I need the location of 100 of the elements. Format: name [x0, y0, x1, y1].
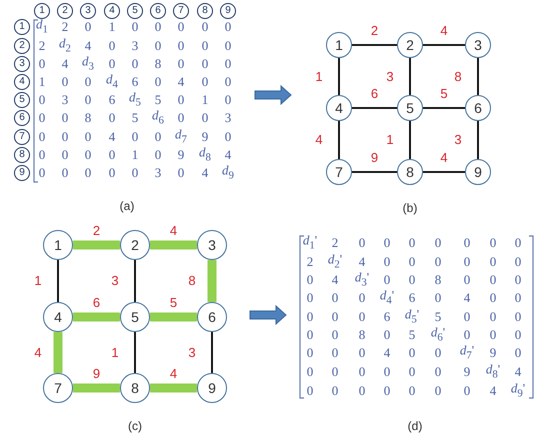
matrix-entry: d$_{7}$' — [460, 344, 474, 362]
matrix-entry: 0 — [38, 93, 46, 107]
matrix-entry: 8 — [434, 273, 442, 287]
vertex-circle — [120, 230, 150, 260]
vertex-number: 9 — [208, 381, 216, 395]
matrix-entry: 5 — [434, 310, 442, 324]
matrix-entry: d$_{5}$' — [404, 308, 420, 326]
matrix-entry: 1 — [202, 93, 208, 107]
matrix-entry: 0 — [384, 236, 390, 250]
vertex-circle — [197, 373, 227, 403]
matrix-entry: 0 — [490, 255, 496, 269]
matrix-entry: 0 — [202, 39, 208, 53]
edge-label: 5 — [168, 296, 178, 310]
matrix-entry: 4 — [464, 291, 470, 305]
matrix-entry: 0 — [490, 328, 496, 342]
matrix-entry: 0 — [358, 291, 366, 305]
matrix-entry: 0 — [62, 75, 68, 89]
edge-line — [134, 260, 136, 302]
edge-line — [57, 260, 59, 302]
edge-label: 9 — [92, 367, 102, 381]
matrix-entry: 0 — [108, 148, 116, 162]
index-number: 4 — [19, 77, 25, 87]
matrix-entry: 0 — [108, 39, 116, 53]
vertex-circle — [326, 95, 352, 121]
matrix-entry: 2 — [306, 255, 314, 269]
matrix-entry: 1 — [108, 20, 116, 34]
matrix-entry: 8 — [84, 111, 92, 125]
matrix-entry: 4 — [84, 39, 92, 53]
edge-line — [423, 171, 465, 173]
index-number: 3 — [85, 6, 91, 16]
matrix-entry: d$_{1}$' — [302, 234, 318, 252]
matrix-entry: 0 — [464, 310, 470, 324]
matrix-entry: 0 — [434, 346, 442, 360]
vertex-number: 7 — [335, 165, 343, 179]
matrix-entry: 2 — [332, 236, 338, 250]
edge-label: 4 — [168, 367, 178, 381]
highlighted-edge — [54, 332, 62, 373]
index-number: 9 — [225, 6, 231, 16]
index-number: 8 — [19, 150, 25, 160]
edge-label: 3 — [453, 133, 463, 147]
edge-label: 4 — [168, 224, 178, 238]
index-circle — [14, 19, 30, 35]
matrix-entry: 5 — [408, 328, 416, 342]
matrix-entry: 0 — [132, 20, 138, 34]
edge-label: 1 — [314, 70, 324, 84]
matrix-entry: 0 — [434, 291, 442, 305]
vertex-number: 4 — [335, 101, 343, 115]
matrix-entry: 0 — [514, 255, 522, 269]
edge-label: 1 — [33, 274, 43, 288]
matrix-entry: 0 — [490, 236, 496, 250]
matrix-entry: 0 — [154, 20, 162, 34]
matrix-entry: 0 — [84, 148, 92, 162]
matrix-entry: 0 — [332, 365, 338, 379]
matrix-entry: 3 — [224, 111, 232, 125]
vertex-circle — [326, 32, 352, 58]
matrix-entry: 0 — [224, 39, 232, 53]
matrix-entry: 0 — [62, 166, 68, 180]
edge-line — [477, 58, 479, 95]
matrix-entry: 0 — [408, 255, 416, 269]
panel-caption: (a) — [120, 199, 134, 213]
vertex-circle — [43, 373, 73, 403]
matrix-entry: 4 — [224, 148, 232, 162]
matrix-entry: 2 — [38, 39, 46, 53]
vertex-number: 1 — [335, 38, 343, 52]
index-number: 2 — [62, 6, 68, 16]
edge-line — [409, 58, 411, 95]
matrix-entry: 4 — [514, 365, 522, 379]
matrix-entry: 0 — [332, 384, 338, 398]
vertex-circle — [43, 230, 73, 260]
matrix-entry: 1 — [38, 75, 46, 89]
edge-line — [352, 171, 397, 173]
index-circle — [104, 3, 120, 19]
matrix-entry: 0 — [38, 148, 46, 162]
edge-line — [338, 58, 340, 95]
vertex-number: 7 — [54, 381, 62, 395]
matrix-entry: 0 — [408, 236, 416, 250]
panel-caption: (c) — [128, 419, 142, 433]
matrix-entry: 3 — [154, 166, 162, 180]
matrix-entry: 0 — [306, 384, 314, 398]
edge-line — [409, 121, 411, 159]
edge-label: 4 — [439, 24, 449, 38]
matrix-entry: 0 — [306, 346, 314, 360]
vertex-number: 6 — [208, 310, 216, 324]
matrix-entry: 0 — [358, 365, 366, 379]
index-number: 8 — [202, 6, 208, 16]
highlighted-edge — [150, 240, 197, 250]
index-circle — [14, 165, 30, 181]
matrix-entry: 9 — [464, 365, 470, 379]
matrix-entry: 4 — [202, 166, 208, 180]
index-circle — [173, 3, 189, 19]
matrix-entry: 0 — [38, 166, 46, 180]
matrix-entry: 5 — [132, 111, 138, 125]
matrix-entry: 0 — [154, 130, 162, 144]
matrix-entry: d$_{4}$ — [106, 72, 118, 92]
matrix-entry: d$_{6}$ — [152, 108, 164, 128]
index-number: 1 — [19, 22, 25, 32]
matrix-entry: 0 — [178, 111, 184, 125]
matrix-entry: 0 — [434, 236, 442, 250]
matrix-entry: d$_{1}$ — [36, 18, 48, 36]
matrix-entry: 3 — [62, 93, 68, 107]
